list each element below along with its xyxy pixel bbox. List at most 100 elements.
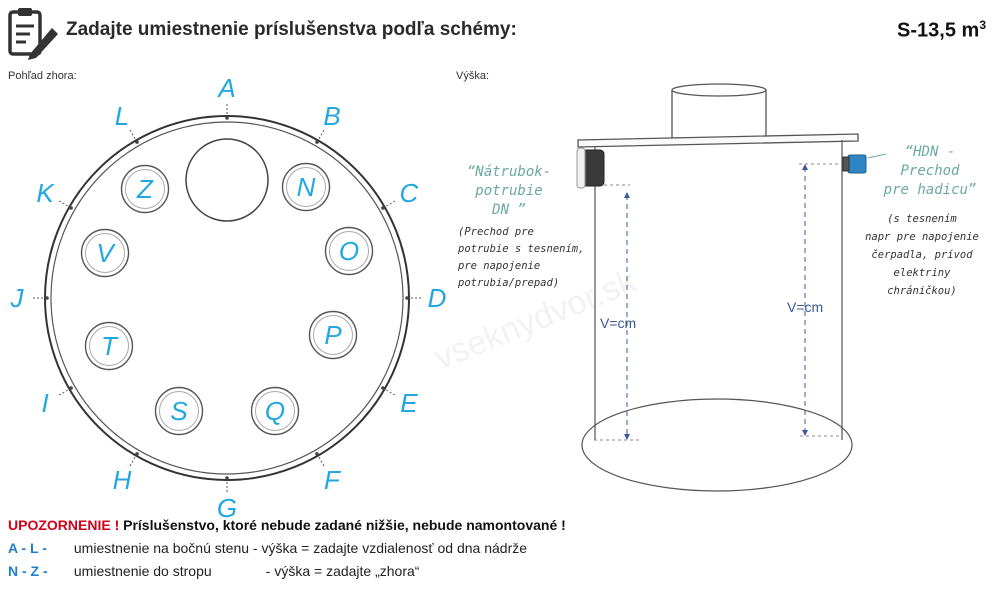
side-letter-k: K xyxy=(36,178,55,208)
right-note-line-4: elektriny xyxy=(894,267,952,279)
warning-line: UPOZORNENIE ! Príslušenstvo, ktoré nebud… xyxy=(8,517,566,533)
height-view-label: Výška: xyxy=(456,70,490,82)
left-callout-line-3: DN ” xyxy=(491,202,526,218)
side-tick-l xyxy=(128,128,136,139)
tank-outer-wall xyxy=(44,115,410,481)
roof-range-code: N - Z - xyxy=(8,563,48,579)
left-callout-line-1: “Nátrubok- xyxy=(467,164,551,180)
side-tick-c xyxy=(386,199,397,207)
manhole-top xyxy=(671,83,767,97)
roof-letter-s: S xyxy=(170,396,188,426)
roof-letter-o: O xyxy=(339,236,359,266)
right-callout-line-2: Prechod xyxy=(900,163,960,179)
page-title: Zadajte umiestnenie príslušenstva podľa … xyxy=(66,19,517,40)
side-dot-c xyxy=(381,206,385,210)
roof-letter-z: Z xyxy=(136,174,154,204)
right-callout-line-3: pre hadicu” xyxy=(883,182,977,198)
side-range-text: umiestnenie na bočnú stenu - výška = zad… xyxy=(73,540,528,556)
side-dot-g xyxy=(225,476,229,480)
tank-code: S-13,5 m3 xyxy=(897,18,986,42)
left-dimension-label: V=cm xyxy=(600,315,636,331)
roof-port-o-inner xyxy=(329,231,369,271)
side-dot-h xyxy=(135,452,139,456)
side-markers xyxy=(31,102,423,494)
roof-port-v-inner xyxy=(85,233,125,273)
side-dot-a xyxy=(225,116,229,120)
roof-port-v-outer xyxy=(80,228,130,278)
roof-placement-line: N - Z - umiestnenie do stropu - výška = … xyxy=(8,563,419,579)
side-letter-a: A xyxy=(216,73,235,103)
roof-range-text: umiestnenie do stropu xyxy=(73,563,212,579)
left-callout: “Nátrubok-potrubie DN ” xyxy=(467,164,551,218)
roof-port-t-outer xyxy=(84,321,134,371)
side-dot-b xyxy=(315,140,319,144)
side-letter-b: B xyxy=(323,101,340,131)
hdn-fitting-right xyxy=(847,154,867,174)
side-range-code: A - L - xyxy=(8,540,47,556)
tank-side-view xyxy=(576,83,867,492)
tank-inner-wall xyxy=(50,121,404,475)
clipboard-pencil-icon xyxy=(8,8,58,60)
roof-port-q-outer xyxy=(250,386,300,436)
manhole-neck xyxy=(671,90,767,139)
roof-port-s-inner xyxy=(159,391,199,431)
roof-port-q-inner xyxy=(255,391,295,431)
right-dimension-label: V=cm xyxy=(787,299,823,315)
tank-bottom xyxy=(581,398,853,492)
roof-port-z-inner xyxy=(125,169,165,209)
left-note-line-2: potrubie s tesnením, xyxy=(457,243,584,255)
roof-positions: Z N O V P T S Q xyxy=(80,162,374,436)
side-dot-f xyxy=(315,452,319,456)
top-view-label: Pohľad zhora: xyxy=(8,70,77,82)
side-letter-h: H xyxy=(113,465,132,495)
left-note-line-1: (Prechod pre xyxy=(458,226,534,238)
roof-letter-q: Q xyxy=(265,396,285,426)
left-callout-line-2: potrubie xyxy=(474,183,542,199)
side-placement-line: A - L - umiestnenie na bočnú stenu - výš… xyxy=(8,540,527,556)
side-tick-k xyxy=(57,199,68,207)
side-dot-i xyxy=(69,386,73,390)
right-note: (s tesnením napr pre napojenie čerpadla, p… xyxy=(865,213,979,297)
side-dot-l xyxy=(135,140,139,144)
side-dot-d xyxy=(405,296,409,300)
side-letter-d: D xyxy=(428,283,447,313)
left-note-line-4: potrubia/prepad) xyxy=(457,277,559,289)
roof-port-n-inner xyxy=(286,167,326,207)
side-letter-j: J xyxy=(10,283,25,313)
side-tick-e xyxy=(386,389,397,397)
right-note-line-3: čerpadla, prívod xyxy=(871,249,973,261)
side-letter-c: C xyxy=(400,178,419,208)
roof-port-t-inner xyxy=(89,326,129,366)
right-callout-line-1: “HDN - xyxy=(905,144,956,160)
side-letter-f: F xyxy=(324,465,342,495)
roof-port-z-outer xyxy=(120,164,170,214)
left-note-line-3: pre napojenie xyxy=(457,260,540,272)
left-note: (Prechod pre potrubie s tesnením, pre napo… xyxy=(457,226,584,289)
roof-port-p-outer xyxy=(308,310,358,360)
side-dot-e xyxy=(381,386,385,390)
right-note-line-1: (s tesnením xyxy=(887,213,957,225)
side-dot-k xyxy=(69,206,73,210)
right-callout: “HDN - Prechod pre hadicu” xyxy=(883,144,977,198)
warning-text: Príslušenstvo, ktoré nebude zadané nižši… xyxy=(123,517,566,533)
side-letter-e: E xyxy=(400,388,418,418)
roof-letter-t: T xyxy=(101,331,119,361)
roof-letter-n: N xyxy=(297,172,316,202)
roof-port-s-outer xyxy=(154,386,204,436)
right-note-line-2: napr pre napojenie xyxy=(865,231,979,243)
side-letter-i: I xyxy=(41,388,48,418)
side-letters: A B C D E F G H I J K L xyxy=(10,73,447,523)
roof-port-o-outer xyxy=(324,226,374,276)
side-letter-g: G xyxy=(217,493,237,523)
side-letter-l: L xyxy=(115,101,129,131)
roof-letter-v: V xyxy=(96,238,116,268)
roof-port-p-inner xyxy=(313,315,353,355)
tank-lid xyxy=(577,133,859,148)
roof-letter-p: P xyxy=(324,320,342,350)
manhole-circle xyxy=(185,138,269,222)
side-tick-i xyxy=(57,389,68,397)
right-note-line-5: chráničkou) xyxy=(887,285,957,297)
warning-label: UPOZORNENIE ! xyxy=(8,517,120,533)
tank-top-view xyxy=(44,115,410,481)
